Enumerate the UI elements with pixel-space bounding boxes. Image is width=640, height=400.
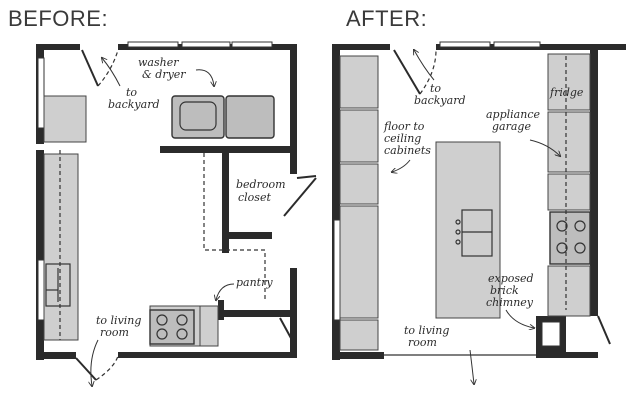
burner-icon xyxy=(574,220,586,232)
washer-dryer-label: washer & dryer xyxy=(138,56,186,81)
faucet-icon xyxy=(455,229,461,235)
wall xyxy=(332,44,390,50)
chimney-opening xyxy=(541,321,561,347)
backyard-door xyxy=(393,49,421,95)
living-room-label: to living room xyxy=(96,314,145,339)
pantry-door xyxy=(279,317,293,341)
pantry-label: pantry xyxy=(236,276,273,289)
washer-icon xyxy=(171,95,225,139)
dryer-icon xyxy=(225,95,275,139)
counter xyxy=(199,305,219,347)
cabinet xyxy=(339,55,379,109)
wall xyxy=(222,153,229,253)
washer-door xyxy=(179,101,217,131)
burner-icon xyxy=(556,242,568,254)
arrow xyxy=(102,58,121,87)
closet-door xyxy=(296,175,317,179)
wall xyxy=(222,232,272,239)
bedroom-closet-label: bedroom closet xyxy=(236,178,289,204)
wall xyxy=(36,44,80,50)
wall xyxy=(218,310,296,317)
door-swing xyxy=(95,355,119,381)
burner-icon xyxy=(156,328,168,340)
living-room-door xyxy=(75,357,97,381)
counter xyxy=(339,205,379,319)
arrow xyxy=(392,159,411,172)
sink-icon xyxy=(461,209,493,257)
arrow xyxy=(414,50,435,81)
range-icon xyxy=(149,309,195,345)
wall xyxy=(160,146,296,153)
wall xyxy=(36,352,76,359)
closet-outline xyxy=(203,153,266,300)
door-swing xyxy=(97,49,119,87)
arrow xyxy=(469,349,474,384)
arrow xyxy=(505,309,534,328)
counter xyxy=(547,265,591,317)
wall xyxy=(590,44,598,316)
counter xyxy=(43,153,79,341)
burner-icon xyxy=(176,328,188,340)
cabinet xyxy=(339,319,379,351)
wall xyxy=(118,352,296,358)
arrow xyxy=(529,139,560,156)
door-swing xyxy=(419,49,437,95)
cabinet xyxy=(339,163,379,205)
kitchen-island xyxy=(435,141,501,319)
before-heading: BEFORE: xyxy=(8,6,108,31)
side-door xyxy=(597,315,611,345)
living-room-label: to living room xyxy=(404,324,453,349)
wall xyxy=(290,44,297,174)
wall xyxy=(36,150,44,360)
faucet-icon xyxy=(455,239,461,245)
fridge-icon xyxy=(547,53,591,111)
window xyxy=(493,41,541,48)
closet-door xyxy=(283,177,317,217)
appliance-garage-label: appliance garage xyxy=(486,108,544,133)
range-icon xyxy=(549,211,591,265)
faucet-icon xyxy=(455,219,461,225)
wall xyxy=(332,352,384,359)
sink-icon xyxy=(45,263,71,307)
counter xyxy=(547,173,591,211)
window xyxy=(333,219,341,321)
window xyxy=(439,41,491,48)
wall xyxy=(332,44,340,360)
backyard-label: to backyard xyxy=(414,82,466,107)
arrow xyxy=(195,69,214,86)
after-heading: AFTER: xyxy=(346,6,427,31)
window xyxy=(37,57,45,129)
burner-icon xyxy=(574,242,586,254)
wall xyxy=(536,352,598,358)
appliance-garage xyxy=(547,111,591,173)
before-plan: BEFORE: xyxy=(8,6,317,386)
wall xyxy=(218,300,224,320)
window xyxy=(37,259,45,321)
fridge-label: fridge xyxy=(549,86,584,99)
cabinets-label: floor to ceiling cabinets xyxy=(383,120,431,157)
arrow xyxy=(216,283,235,300)
arrow xyxy=(91,339,99,386)
window xyxy=(127,41,179,48)
cabinet xyxy=(339,109,379,163)
burner-icon xyxy=(556,220,568,232)
after-plan: AFTER: xyxy=(332,6,626,384)
burner-icon xyxy=(156,314,168,326)
counter xyxy=(43,95,87,143)
window xyxy=(231,41,273,48)
window xyxy=(181,41,231,48)
burner-icon xyxy=(176,314,188,326)
backyard-label: to backyard xyxy=(108,86,160,111)
chimney-label: exposed brick chimney xyxy=(486,272,537,309)
backyard-door xyxy=(81,49,99,87)
